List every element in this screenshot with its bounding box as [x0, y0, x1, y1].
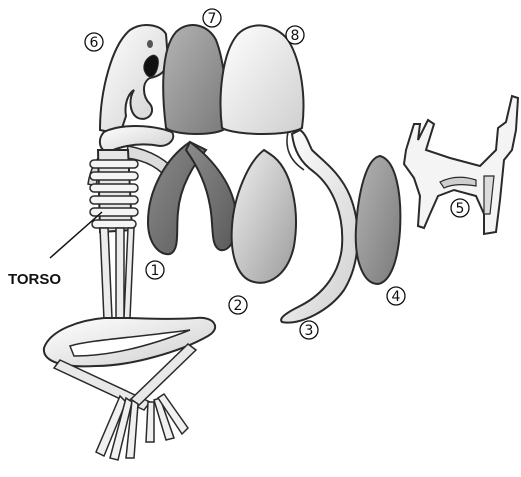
marker-4-number: 4 — [392, 289, 401, 305]
skull-part — [100, 25, 168, 134]
marker-2-number: 2 — [234, 298, 243, 314]
marker-6: 6 — [85, 33, 103, 51]
marker-8: 8 — [286, 26, 304, 44]
marker-2: 2 — [229, 296, 247, 314]
marker-5: 5 — [451, 199, 469, 217]
marker-8-number: 8 — [291, 28, 300, 44]
marker-7: 7 — [203, 9, 221, 27]
marker-4: 4 — [387, 287, 405, 305]
marker-3-number: 3 — [305, 323, 314, 339]
part-2-organ — [232, 150, 296, 283]
marker-1: 1 — [146, 261, 164, 279]
torso-label: TORSO — [8, 271, 61, 288]
marker-7-number: 7 — [208, 11, 217, 27]
part-7-organ — [163, 25, 226, 134]
torso-leader-line — [50, 212, 102, 258]
marker-6-number: 6 — [90, 35, 99, 51]
marker-5-number: 5 — [456, 201, 465, 217]
marker-3: 3 — [300, 321, 318, 339]
part-4-organ — [356, 156, 401, 284]
torso-skeleton — [44, 126, 215, 460]
marker-1-number: 1 — [151, 263, 160, 279]
